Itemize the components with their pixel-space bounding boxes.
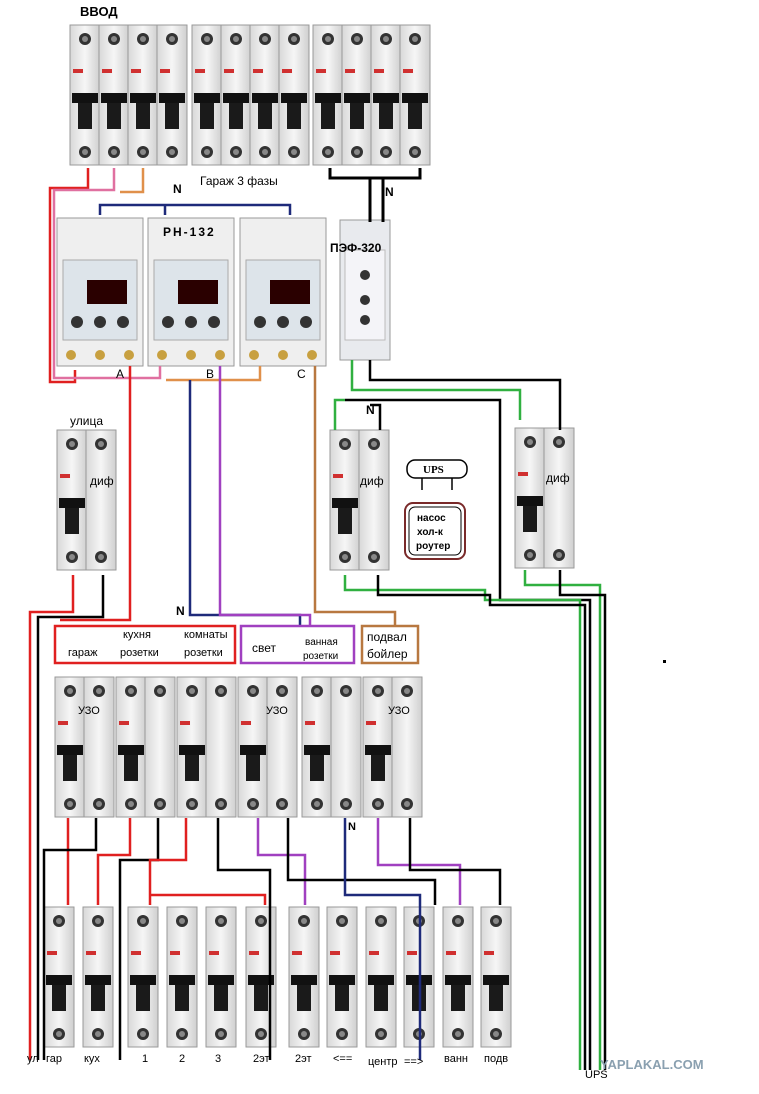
label-garage3: Гараж 3 фазы [200,174,278,188]
label-n-top: N [173,182,182,196]
label-phase-b: B [206,367,214,381]
label-n-low: N [348,821,356,833]
bottom-label: <== [333,1053,352,1065]
label-ups-bottom: UPS [585,1069,608,1081]
bottom-label: гар [46,1053,62,1065]
red-kuhnya: кухня [123,629,151,641]
group-box-purple: свет ванная розетки [239,624,356,665]
label-uzo3: УЗО [388,705,410,717]
label-vvod: ВВОД [80,4,118,19]
brown-boyler: бойлер [367,647,408,661]
label-n-top2: N [385,185,394,199]
label-dif1: диф [90,474,114,488]
rcd-ups [329,429,390,571]
load-line-1: насос [417,513,446,524]
load-line-2: хол-к [417,527,444,538]
bottom-label: ==> [404,1056,423,1068]
load-box: насос хол-к роутер [404,502,466,560]
bottom-label: ул [27,1053,39,1065]
bottom-label: кух [84,1053,100,1065]
ups-box: UPS [406,459,468,490]
label-dif2: диф [360,474,384,488]
phase-relay-pef [339,219,391,361]
main-breaker-block [69,24,431,166]
bottom-label: ванн [444,1053,468,1065]
load-line-3: роутер [416,541,450,552]
label-uzo1: УЗО [78,705,100,717]
bottom-labels: ул гар кух 1 2 3 2эт 2эт <== центр ==> в… [27,1053,508,1068]
label-uzo2: УЗО [266,705,288,717]
label-phase-a: A [116,367,124,381]
wires [28,168,607,1070]
purple-svet: свет [252,641,277,655]
label-n-bus: N [176,604,185,618]
red-rozetki1: розетки [120,647,159,659]
bottom-label: центр [368,1056,398,1068]
brown-podval: подвал [367,630,407,644]
label-ulitsa: улица [70,414,103,428]
purple-rozetki: розетки [303,651,338,662]
dot-mark [663,660,666,663]
watermark: YAPLAKAL.COM [600,1057,704,1072]
bottom-label: 2эт [253,1053,270,1065]
voltage-relay-block [56,217,327,367]
ups-box-label: UPS [423,464,444,476]
label-phase-c: C [297,367,306,381]
red-rozetki2: розетки [184,647,223,659]
group-box-red: гараж кухня розетки комнаты розетки [53,624,237,665]
rcd-right [514,427,575,569]
red-komnaty: комнаты [184,629,228,641]
label-rn132: РН-132 [163,225,216,239]
group-box-brown: подвал бойлер [360,624,420,665]
uzo-row [54,676,423,818]
label-pef: ПЭФ-320 [330,241,382,255]
label-dif3: диф [546,471,570,485]
bottom-label: подв [484,1053,508,1065]
bottom-label: 2 [179,1053,185,1065]
purple-vannaya: ванная [305,637,338,648]
bottom-label: 3 [215,1053,221,1065]
rcd-ulitsa [56,429,117,571]
branch-breaker-row [43,906,512,1048]
bottom-label: 1 [142,1053,148,1065]
bottom-label: 2эт [295,1053,312,1065]
red-garazh: гараж [68,647,98,659]
label-n-mid: N [366,403,375,417]
